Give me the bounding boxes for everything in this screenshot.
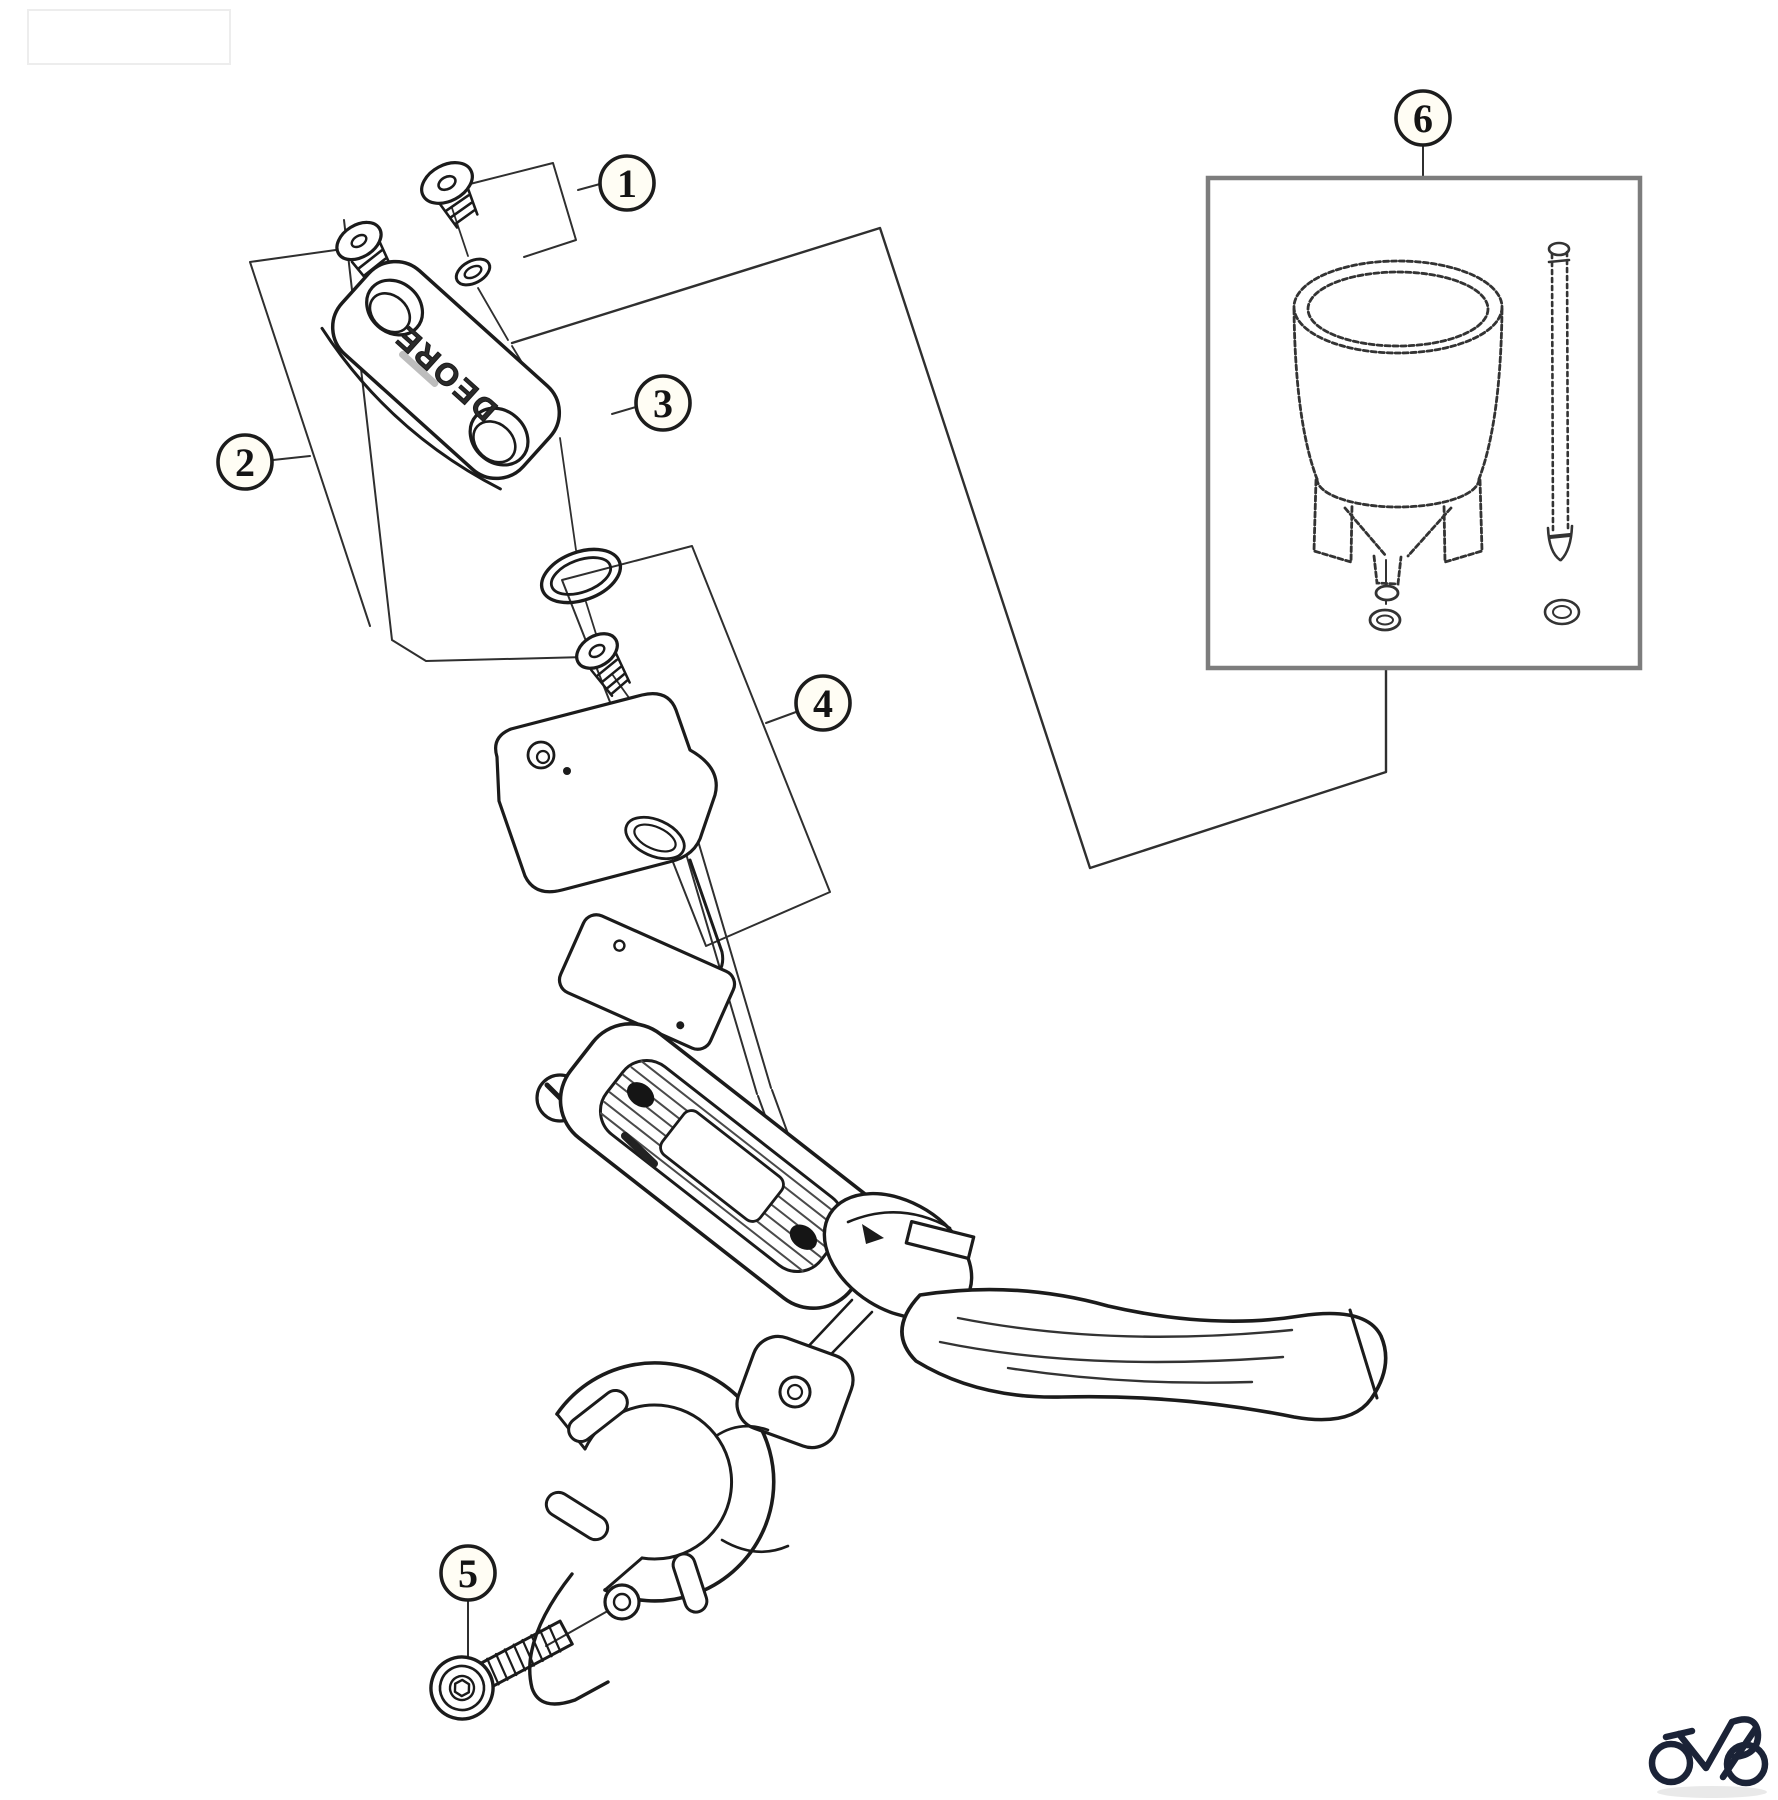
funnel-o-ring [1368, 608, 1402, 632]
clamp-fixing-bolt [429, 1619, 574, 1721]
reservoir-bolt-left [626, 1082, 655, 1108]
clamp-subtext-mark [399, 350, 439, 388]
leader-callout4-tail [765, 711, 797, 724]
callout-5-label: 5 [458, 1551, 478, 1596]
push-rod [642, 701, 819, 1223]
cam-plate [735, 1334, 855, 1450]
leader-callout2 [249, 219, 587, 662]
logo-left-wheel [1648, 1740, 1694, 1786]
callout-6: 6 [1394, 89, 1452, 147]
callout-5: 5 [439, 1544, 497, 1602]
bracket-pad-plate [557, 913, 737, 1051]
callout-3-label: 3 [653, 381, 673, 426]
funnel-kit-inset [1205, 175, 1643, 671]
bleed-tube [1543, 241, 1581, 626]
lever-blade [900, 1287, 1388, 1422]
callout-1-label: 1 [617, 161, 637, 206]
inset-border [1205, 175, 1643, 671]
bicycle-logo [1648, 1716, 1769, 1798]
leader-callout1-tail [577, 183, 601, 191]
callout-2: 2 [216, 433, 274, 491]
callout-2-label: 2 [235, 440, 255, 485]
tube-o-ring [1543, 598, 1581, 626]
cap-screw-washer [454, 257, 492, 287]
leader-part6 [510, 226, 1388, 870]
bleed-funnel [1292, 259, 1504, 632]
clamp-screw-lower [575, 632, 631, 698]
parts: DEORE [320, 161, 1388, 1721]
logo-leg [1719, 1724, 1760, 1781]
callout-6-label: 6 [1413, 96, 1433, 141]
hood-window [904, 1219, 976, 1261]
handlebar-clamp-ring [528, 1334, 855, 1706]
clamp-band: DEORE [320, 259, 562, 491]
callout-4: 4 [794, 674, 852, 732]
leader-callout3 [611, 406, 637, 415]
logo-frame [1675, 1718, 1736, 1772]
leader-callout1 [461, 162, 577, 258]
o-ring [539, 547, 623, 605]
ghost-logo-box [27, 9, 231, 65]
callout-1: 1 [598, 154, 656, 212]
reservoir-bolt-right [789, 1224, 818, 1250]
callouts: 1 2 3 4 5 6 [216, 89, 1452, 1602]
logo-shadow [1657, 1786, 1767, 1798]
callout-3: 3 [634, 374, 692, 432]
reservoir-cap-screw [420, 161, 479, 229]
logo-hook [1728, 1716, 1762, 1761]
master-cylinder-body [535, 1021, 976, 1382]
callout-4-label: 4 [813, 681, 833, 726]
hex-socket [453, 1678, 471, 1698]
